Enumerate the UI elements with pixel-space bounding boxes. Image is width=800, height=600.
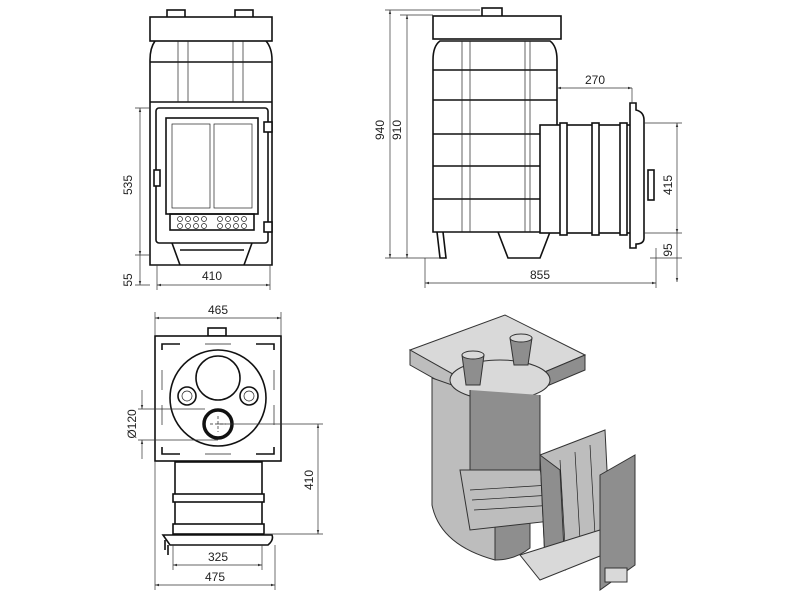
tunnel-door-handle [647, 169, 655, 201]
door-handle [153, 169, 161, 187]
stove-legs-side [436, 231, 551, 259]
dim-overall-width: 475 [205, 570, 225, 584]
dim-tunnel-height: 415 [661, 175, 675, 195]
iso-ash-vent [604, 567, 628, 583]
tunnel-flange-top [161, 534, 274, 546]
tunnel-flange-door [629, 102, 645, 249]
water-tank-top [432, 15, 562, 40]
stove-legs [171, 242, 253, 266]
door-frame [155, 107, 269, 244]
ash-vent-grille [169, 213, 255, 231]
side-view: 940 910 270 415 95 855 [373, 7, 682, 288]
dim-front-width: 410 [202, 269, 222, 283]
dim-leg-height: 55 [121, 273, 135, 287]
ring-left [177, 386, 197, 406]
ring-right [239, 386, 259, 406]
dim-tunnel-width: 325 [208, 550, 228, 564]
water-tank-top [149, 16, 273, 42]
firebox-tunnel [539, 124, 636, 234]
isometric-cutaway-view [408, 314, 636, 591]
dim-flue-offset: 410 [302, 470, 316, 490]
dim-flue-diameter: Ø120 [125, 409, 139, 439]
door-glass-left [171, 123, 211, 209]
dim-tunnel-length: 270 [585, 73, 605, 87]
iso-door-flange [599, 454, 636, 591]
door-glass-right [213, 123, 253, 209]
stove-body [149, 40, 273, 266]
top-view: 465 Ø120 410 325 475 [125, 303, 323, 590]
top-valve [207, 327, 227, 337]
dim-top-width: 465 [208, 303, 228, 317]
door-hinge-top [263, 121, 273, 133]
heater-stone-opening [195, 355, 241, 401]
dim-tunnel-base: 95 [661, 243, 675, 257]
dim-body-height: 910 [390, 120, 404, 140]
dim-total-depth: 855 [530, 268, 550, 282]
door-hinge-bottom [263, 221, 273, 233]
dim-door-height: 535 [121, 175, 135, 195]
dim-total-height: 940 [373, 120, 387, 140]
front-view: 535 55 410 [121, 9, 273, 290]
stove-body-circle [169, 349, 267, 447]
iso-firebox-inner [469, 390, 541, 471]
